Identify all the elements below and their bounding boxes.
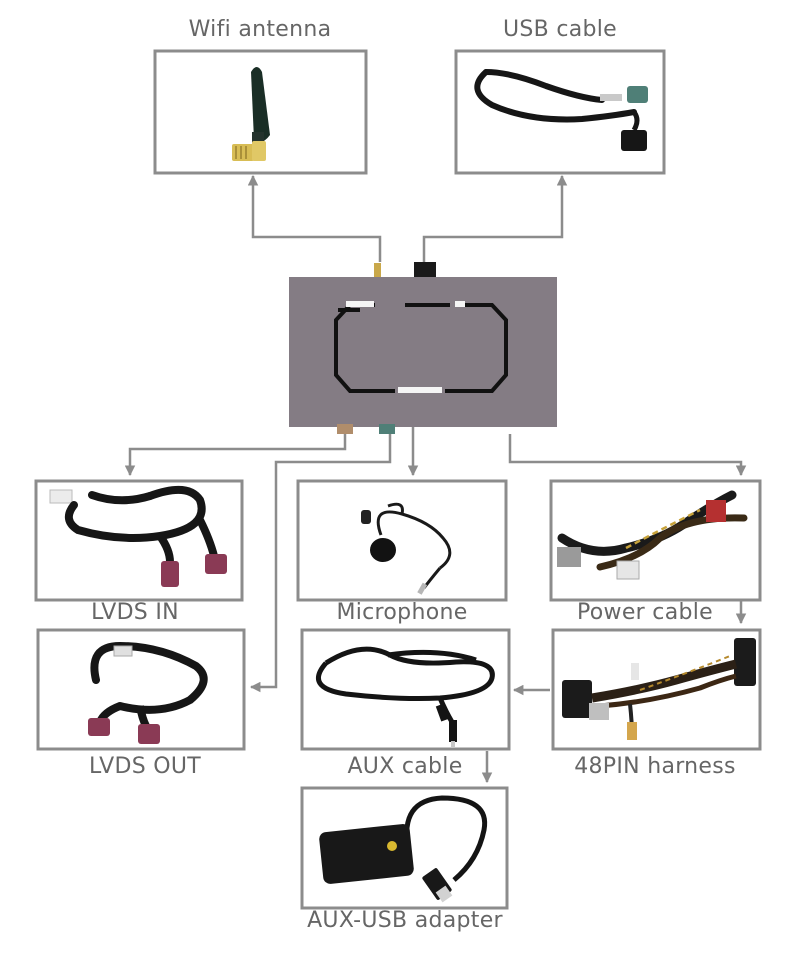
microphone-image xyxy=(361,502,452,595)
arrow-wifi xyxy=(247,174,382,262)
connector-lines xyxy=(124,174,747,784)
lvds-out-image xyxy=(88,641,208,744)
interface-module xyxy=(289,262,557,434)
usb-port xyxy=(414,262,436,280)
label-aux-cable: AUX cable xyxy=(347,754,463,779)
label-lvds-out: LVDS OUT xyxy=(88,754,202,779)
usb-cable-image xyxy=(474,69,648,151)
aux-usb-adapter-image xyxy=(319,795,488,903)
aux-cable-image xyxy=(316,646,495,748)
arrow-lvds-out xyxy=(249,434,392,693)
product-frames xyxy=(34,49,762,910)
module-screen-light xyxy=(398,387,442,393)
label-lvds-in: LVDS IN xyxy=(91,600,179,625)
label-wifi-antenna: Wifi antenna xyxy=(188,17,332,42)
arrow-lvds-in xyxy=(124,434,347,477)
power-cable-image xyxy=(557,490,748,580)
wifi-antenna-image xyxy=(232,67,270,161)
label-aux-usb-adapter: AUX-USB adapter xyxy=(307,908,503,933)
arrow-usb xyxy=(422,174,568,262)
module-body xyxy=(289,277,557,427)
lvds-in-image xyxy=(49,486,227,587)
label-microphone: Microphone xyxy=(336,600,468,625)
arrow-power xyxy=(508,434,747,477)
label-48pin-harness: 48PIN harness xyxy=(574,754,736,779)
label-power-cable: Power cable xyxy=(577,600,713,625)
frame-microphone xyxy=(296,479,508,602)
antenna-port xyxy=(374,263,381,279)
lvds-out-port xyxy=(379,424,395,434)
label-usb-cable: USB cable xyxy=(502,17,618,42)
harness-48pin-image xyxy=(562,638,756,740)
lvds-in-port xyxy=(337,424,353,434)
